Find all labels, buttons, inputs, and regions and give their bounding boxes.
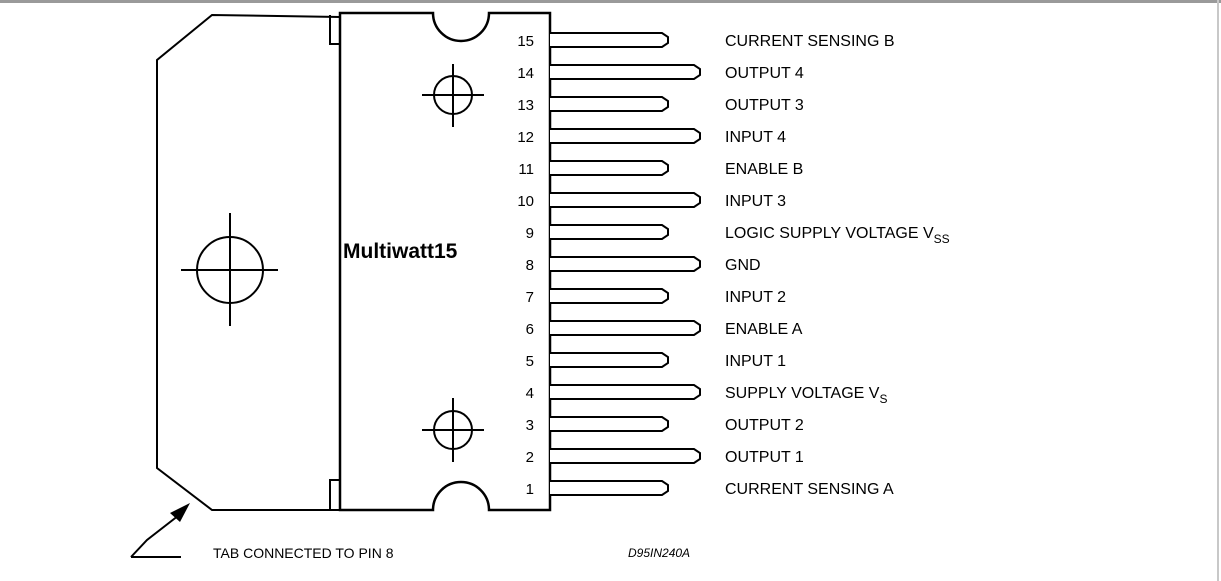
pin-number-4: 4 xyxy=(526,385,534,402)
pin-lead-2 xyxy=(550,448,701,464)
tab-notch-top xyxy=(329,15,340,45)
pin-label-text: CURRENT SENSING B xyxy=(725,33,895,50)
pin-label-text: OUTPUT 2 xyxy=(725,417,804,434)
pin-lead-13 xyxy=(550,96,669,112)
pin-label-text: OUTPUT 1 xyxy=(725,449,804,466)
pin-lead-11 xyxy=(550,160,669,176)
pin-number-6: 6 xyxy=(526,321,534,338)
pin-label-3: OUTPUT 2 xyxy=(725,417,804,434)
pin-lead-1 xyxy=(550,480,669,496)
heatsink-tab-outline xyxy=(156,13,341,511)
pin-number-15: 15 xyxy=(517,33,534,50)
pin-label-subscript: S xyxy=(879,392,887,406)
pin-label-12: INPUT 4 xyxy=(725,129,786,146)
pin-label-2: OUTPUT 1 xyxy=(725,449,804,466)
pin-label-10: INPUT 3 xyxy=(725,193,786,210)
pin-lead-7 xyxy=(550,288,669,304)
pin-label-subscript: SS xyxy=(934,232,950,246)
upper-crosshair-icon xyxy=(422,64,484,127)
pin-label-5: INPUT 1 xyxy=(725,353,786,370)
drawing-code: D95IN240A xyxy=(628,546,690,560)
pin-label-text: OUTPUT 4 xyxy=(725,65,804,82)
pin-label-text: INPUT 2 xyxy=(725,289,786,306)
pin-label-text: CURRENT SENSING A xyxy=(725,481,894,498)
pin-number-7: 7 xyxy=(526,289,534,306)
pin-label-9: LOGIC SUPPLY VOLTAGE VSS xyxy=(725,225,950,246)
pin-label-15: CURRENT SENSING B xyxy=(725,33,895,50)
pin-number-9: 9 xyxy=(526,225,534,242)
pin-label-1: CURRENT SENSING A xyxy=(725,481,894,498)
pin-lead-4 xyxy=(550,384,701,400)
pin-lead-5 xyxy=(550,352,669,368)
pin-lead-15 xyxy=(550,32,669,48)
pin-label-text: ENABLE A xyxy=(725,321,803,338)
pin-label-4: SUPPLY VOLTAGE VS xyxy=(725,385,887,406)
package-body-outline xyxy=(338,11,552,512)
pin-lead-3 xyxy=(550,416,669,432)
pin-number-8: 8 xyxy=(526,257,534,274)
pin-number-13: 13 xyxy=(517,97,534,114)
pin-label-text: INPUT 3 xyxy=(725,193,786,210)
pin-label-11: ENABLE B xyxy=(725,161,803,178)
pin-label-7: INPUT 2 xyxy=(725,289,786,306)
pin-lead-10 xyxy=(550,192,701,208)
lower-crosshair-icon xyxy=(422,398,484,462)
tab-note: TAB CONNECTED TO PIN 8 xyxy=(213,545,394,561)
pin-number-12: 12 xyxy=(517,129,534,146)
pin-label-text: INPUT 4 xyxy=(725,129,786,146)
pin-number-14: 14 xyxy=(517,65,534,82)
pin-lead-14 xyxy=(550,64,701,80)
tab-notch-bottom xyxy=(329,479,340,510)
package-name: Multiwatt15 xyxy=(343,240,458,263)
pin-label-14: OUTPUT 4 xyxy=(725,65,804,82)
pin-label-text: GND xyxy=(725,257,761,274)
pin-label-6: ENABLE A xyxy=(725,321,803,338)
pin-number-10: 10 xyxy=(517,193,534,210)
tab-mounting-hole-icon xyxy=(181,213,278,326)
pin-lead-12 xyxy=(550,128,701,144)
top-frame-rule xyxy=(0,0,1221,3)
pin-label-13: OUTPUT 3 xyxy=(725,97,804,114)
pin-label-8: GND xyxy=(725,257,761,274)
pin-number-3: 3 xyxy=(526,417,534,434)
pin-label-text: ENABLE B xyxy=(725,161,803,178)
pin-label-text: LOGIC SUPPLY VOLTAGE V xyxy=(725,225,934,242)
pin-number-5: 5 xyxy=(526,353,534,370)
pin-label-text: OUTPUT 3 xyxy=(725,97,804,114)
pin-number-2: 2 xyxy=(526,449,534,466)
pin-label-text: INPUT 1 xyxy=(725,353,786,370)
pin-lead-6 xyxy=(550,320,701,336)
pin-number-1: 1 xyxy=(526,481,534,498)
tab-arrow-icon xyxy=(130,503,190,558)
pin-lead-9 xyxy=(550,224,669,240)
pin-lead-8 xyxy=(550,256,701,272)
pin-number-11: 11 xyxy=(518,161,534,178)
pin-label-text: SUPPLY VOLTAGE V xyxy=(725,385,880,402)
